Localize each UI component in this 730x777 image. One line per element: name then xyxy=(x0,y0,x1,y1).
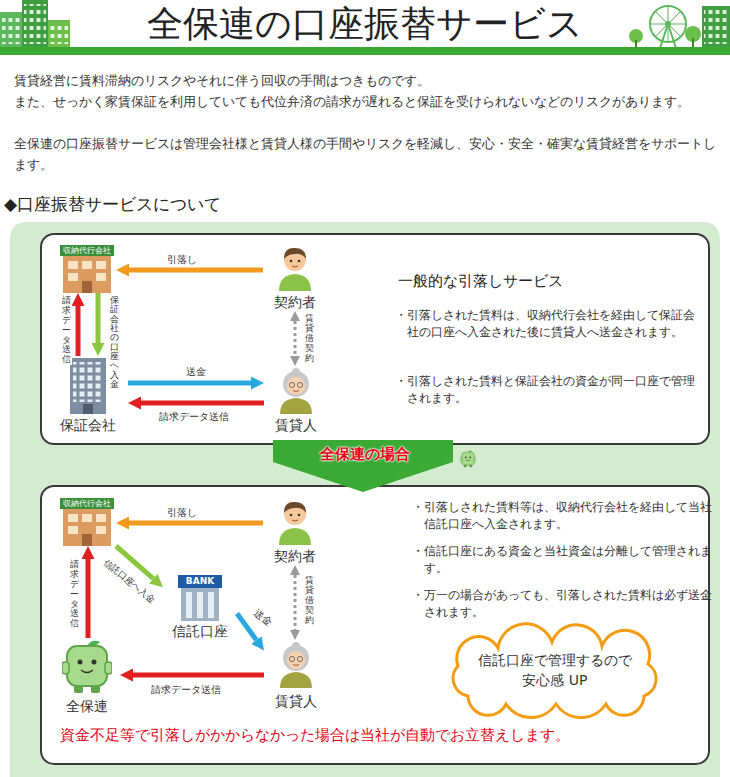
node-label: 賃貸人 xyxy=(264,417,328,434)
edge-label: 賃貸借契約 xyxy=(304,576,315,625)
flow-arrow xyxy=(133,673,264,678)
box-text: ・引落しされた賃料は、収納代行会社を経由して保証会社の口座へ入金された後に賃貸人… xyxy=(395,307,705,341)
edge-label: 保証会社の口座へ入金 xyxy=(109,296,120,389)
box-text: ・引落しされた賃料等は、収納代行会社を経由して当社信託口座へ入金されます。 xyxy=(412,499,716,533)
flow-arrow xyxy=(76,306,81,356)
node-label: 信託口座 xyxy=(163,623,237,640)
edge-label: 送金 xyxy=(185,366,207,378)
box-text: ・引落しされた賃料と保証会社の資金が同一口座で管理されます。 xyxy=(395,373,705,407)
company-icon: 収納代行会社 xyxy=(58,245,116,293)
edge-label: 賃貸借契約 xyxy=(304,314,315,363)
section-heading: ◆口座振替サービスについて xyxy=(4,192,221,216)
node-label: 信託口座で管理するので 安心感 UP xyxy=(472,650,638,690)
flow-arrow xyxy=(294,575,297,630)
mascot-icon: 全保連 xyxy=(53,638,120,715)
flow-arrow xyxy=(141,401,264,406)
edge-label: 信託口座へ入金 xyxy=(101,557,158,606)
node-label: 契約者 xyxy=(263,548,327,565)
company-icon: 収納代行会社 xyxy=(58,498,116,546)
page-title: 全保連の口座振替サービス xyxy=(0,2,730,46)
person-icon: 契約者 xyxy=(263,243,327,311)
transition-arrow: 全保連の場合 xyxy=(273,440,457,492)
node-label: 保証会社 xyxy=(48,417,128,434)
callout-cloud: 信託口座で管理するので 安心感 UP xyxy=(438,634,672,708)
section-box: ・引落しされた賃料等は、収納代行会社を経由して当社信託口座へ入金されます。・信託… xyxy=(40,485,710,765)
edge-label: 請求データ送信 xyxy=(150,684,222,696)
bank-icon: BANK 信託口座 xyxy=(163,574,237,640)
edge-label: 送金 xyxy=(251,606,276,629)
node-label: 全保連の場合 xyxy=(273,445,457,463)
cloud-outline xyxy=(438,634,672,708)
intro-text: また、せっかく家賃保証を利用していても代位弁済の請求が遅れると保証を受けられない… xyxy=(14,91,719,112)
flow-arrow xyxy=(129,521,263,526)
node-label: 収納代行会社 xyxy=(58,245,116,256)
section-box: 一般的な引落しサービス・引落しされた賃料は、収納代行会社を経由して保証会社の口座… xyxy=(40,233,710,445)
person-icon: 賃貸人 xyxy=(264,366,328,434)
flow-arrow xyxy=(86,559,91,638)
cloud-path xyxy=(453,624,656,718)
person-icon: 契約者 xyxy=(263,497,327,565)
node-label: BANK xyxy=(163,576,237,587)
box-text: ・万一の場合があっても、引落しされた賃料は必ず送金されます。 xyxy=(412,587,716,621)
flow-arrow xyxy=(128,381,251,386)
flow-arrow xyxy=(129,268,263,273)
edge-label: 引落し xyxy=(166,254,198,266)
intro-text: 全保連の口座振替サービスは管理会社様と賃貸人様の手間やリスクを軽減し、安心・安全… xyxy=(14,133,719,175)
person-icon: 賃貸人 xyxy=(264,640,328,710)
edge-label: 請求データ送信 xyxy=(69,560,80,629)
box-text: ・信託口座にある資金と当社資金は分離して管理されます。 xyxy=(412,543,716,577)
node-label: 賃貸人 xyxy=(264,693,328,710)
flow-arrow xyxy=(96,293,101,343)
edge-label: 請求データ送信 xyxy=(158,411,230,423)
intro-text: 賃貸経営に賃料滞納のリスクやそれに伴う回収の手間はつきものです。 xyxy=(14,70,719,91)
node-label: 契約者 xyxy=(263,294,327,311)
flow-arrow xyxy=(294,321,297,356)
node-label: 収納代行会社 xyxy=(58,498,116,509)
box-text: 一般的な引落しサービス xyxy=(398,271,563,291)
edge-label: 引落し xyxy=(166,507,198,519)
box-text: 資金不足等で引落しがかからなかった場合は当社が自動でお立替えします。 xyxy=(60,725,570,745)
edge-label: 請求データ送信 xyxy=(61,296,72,365)
node-label: 全保連 xyxy=(53,698,120,715)
